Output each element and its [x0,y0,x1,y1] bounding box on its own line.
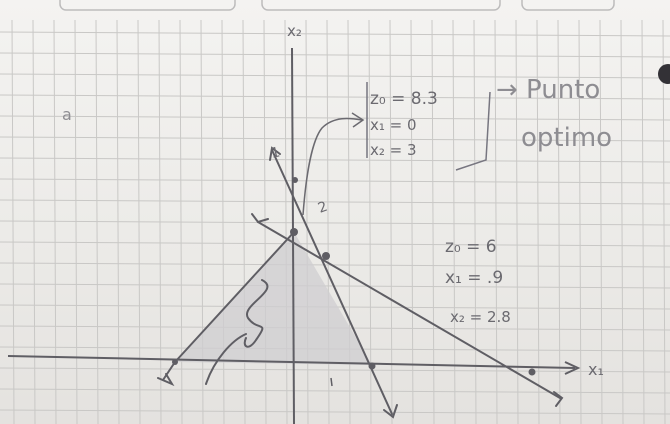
constraint-line-2-arrow-icon [251,213,269,224]
grid-line-horizontal [0,31,670,37]
x-axis-label: x₁ [588,360,604,379]
grid-line-horizontal [0,283,670,289]
x-axis [7,355,576,369]
optimo-label: optimo [521,123,612,153]
grid-line-horizontal [0,262,670,268]
grid-line-horizontal [0,73,670,79]
constraint-line-1-arrow-icon [269,146,281,161]
y-axis [291,47,295,424]
axes [7,47,581,424]
x-axis-arrow-icon [564,361,581,375]
grid-line-vertical [578,19,582,424]
axis-ticks [330,377,333,387]
note-line-1: z₀ = 8.3 [370,89,438,109]
vertex-x-intercept-2 [528,368,536,376]
grid-line-vertical [431,19,435,424]
grid-line-vertical [74,19,78,424]
constraint-lines [157,146,564,419]
grid-line-vertical [620,19,624,424]
line-1-label: 1 [270,144,282,162]
grid-line-horizontal [0,220,670,226]
second-note-line-2: x₁ = .9 [445,268,503,288]
ink-blot [658,64,670,84]
vertex-optimal [290,228,298,236]
vertex-x-intercept-1 [368,362,376,370]
note-pointer-arrow-icon [351,112,365,128]
note-box-outline [366,82,491,171]
grid-line-vertical [389,19,393,424]
vertex-y-intercept-1 [292,177,298,183]
vertices [172,177,536,376]
constraint-line-1 [271,149,393,415]
faint-mark: a [62,105,72,124]
note-pointer [302,112,365,216]
grid-line-horizontal [0,388,670,394]
note-pointer-curve [302,117,363,216]
grid-line-vertical [662,19,666,424]
grid-line-vertical [473,19,477,424]
constraint-line-2 [257,221,561,399]
grid-line-horizontal [0,367,670,373]
constraint-line-1-end-arrow-icon [383,404,398,419]
grid-line-vertical [452,19,456,424]
grid-line-vertical [11,19,15,424]
grid-line-horizontal [0,409,670,415]
grid-line-horizontal [0,157,670,163]
grid-line-vertical [494,19,498,424]
grid-line-vertical [32,19,36,424]
grid-line-horizontal [0,199,670,205]
grid-line-vertical [536,19,540,424]
note-line-3: x₂ = 3 [370,141,417,159]
vertex-intersection [322,252,330,260]
page-top-tabs [59,0,615,11]
lower-left-arrow-shaft [162,361,176,381]
squiggle-mark-1 [243,279,269,348]
grid-line-vertical [599,19,603,424]
grid-line-horizontal [0,94,670,100]
grid-line-vertical [53,19,57,424]
squiggle-marks [205,279,269,385]
second-note-line-1: z₀ = 6 [445,237,497,257]
punto-label: → Punto [496,75,600,105]
vertex-left [172,359,178,365]
grid-line-horizontal [0,136,670,142]
intersection-note: z₀ = 6 x₁ = .9 x₂ = 2.8 [445,237,511,326]
grid-line-vertical [410,19,414,424]
grid-line-horizontal [0,241,670,247]
grid-line-vertical [368,19,372,424]
grid-line-vertical [263,19,267,424]
grid-line-horizontal [0,115,670,121]
shaded-feasible-region [175,232,372,365]
grid-line-horizontal [0,178,670,184]
grid-line-vertical [641,19,645,424]
boundary-line-left [174,231,295,363]
y-axis-label: x₂ [287,22,302,40]
optimal-point-note: z₀ = 8.3 x₁ = 0 x₂ = 3 [366,82,491,171]
grid-line-vertical [515,19,519,424]
note-line-2: x₁ = 0 [370,116,417,134]
second-note-line-3: x₂ = 2.8 [450,308,511,326]
grid-line-vertical [557,19,561,424]
constraint-line-2-end-arrow-icon [553,391,564,407]
squiggle-mark-2 [205,333,247,385]
grid-line-horizontal [0,52,670,58]
